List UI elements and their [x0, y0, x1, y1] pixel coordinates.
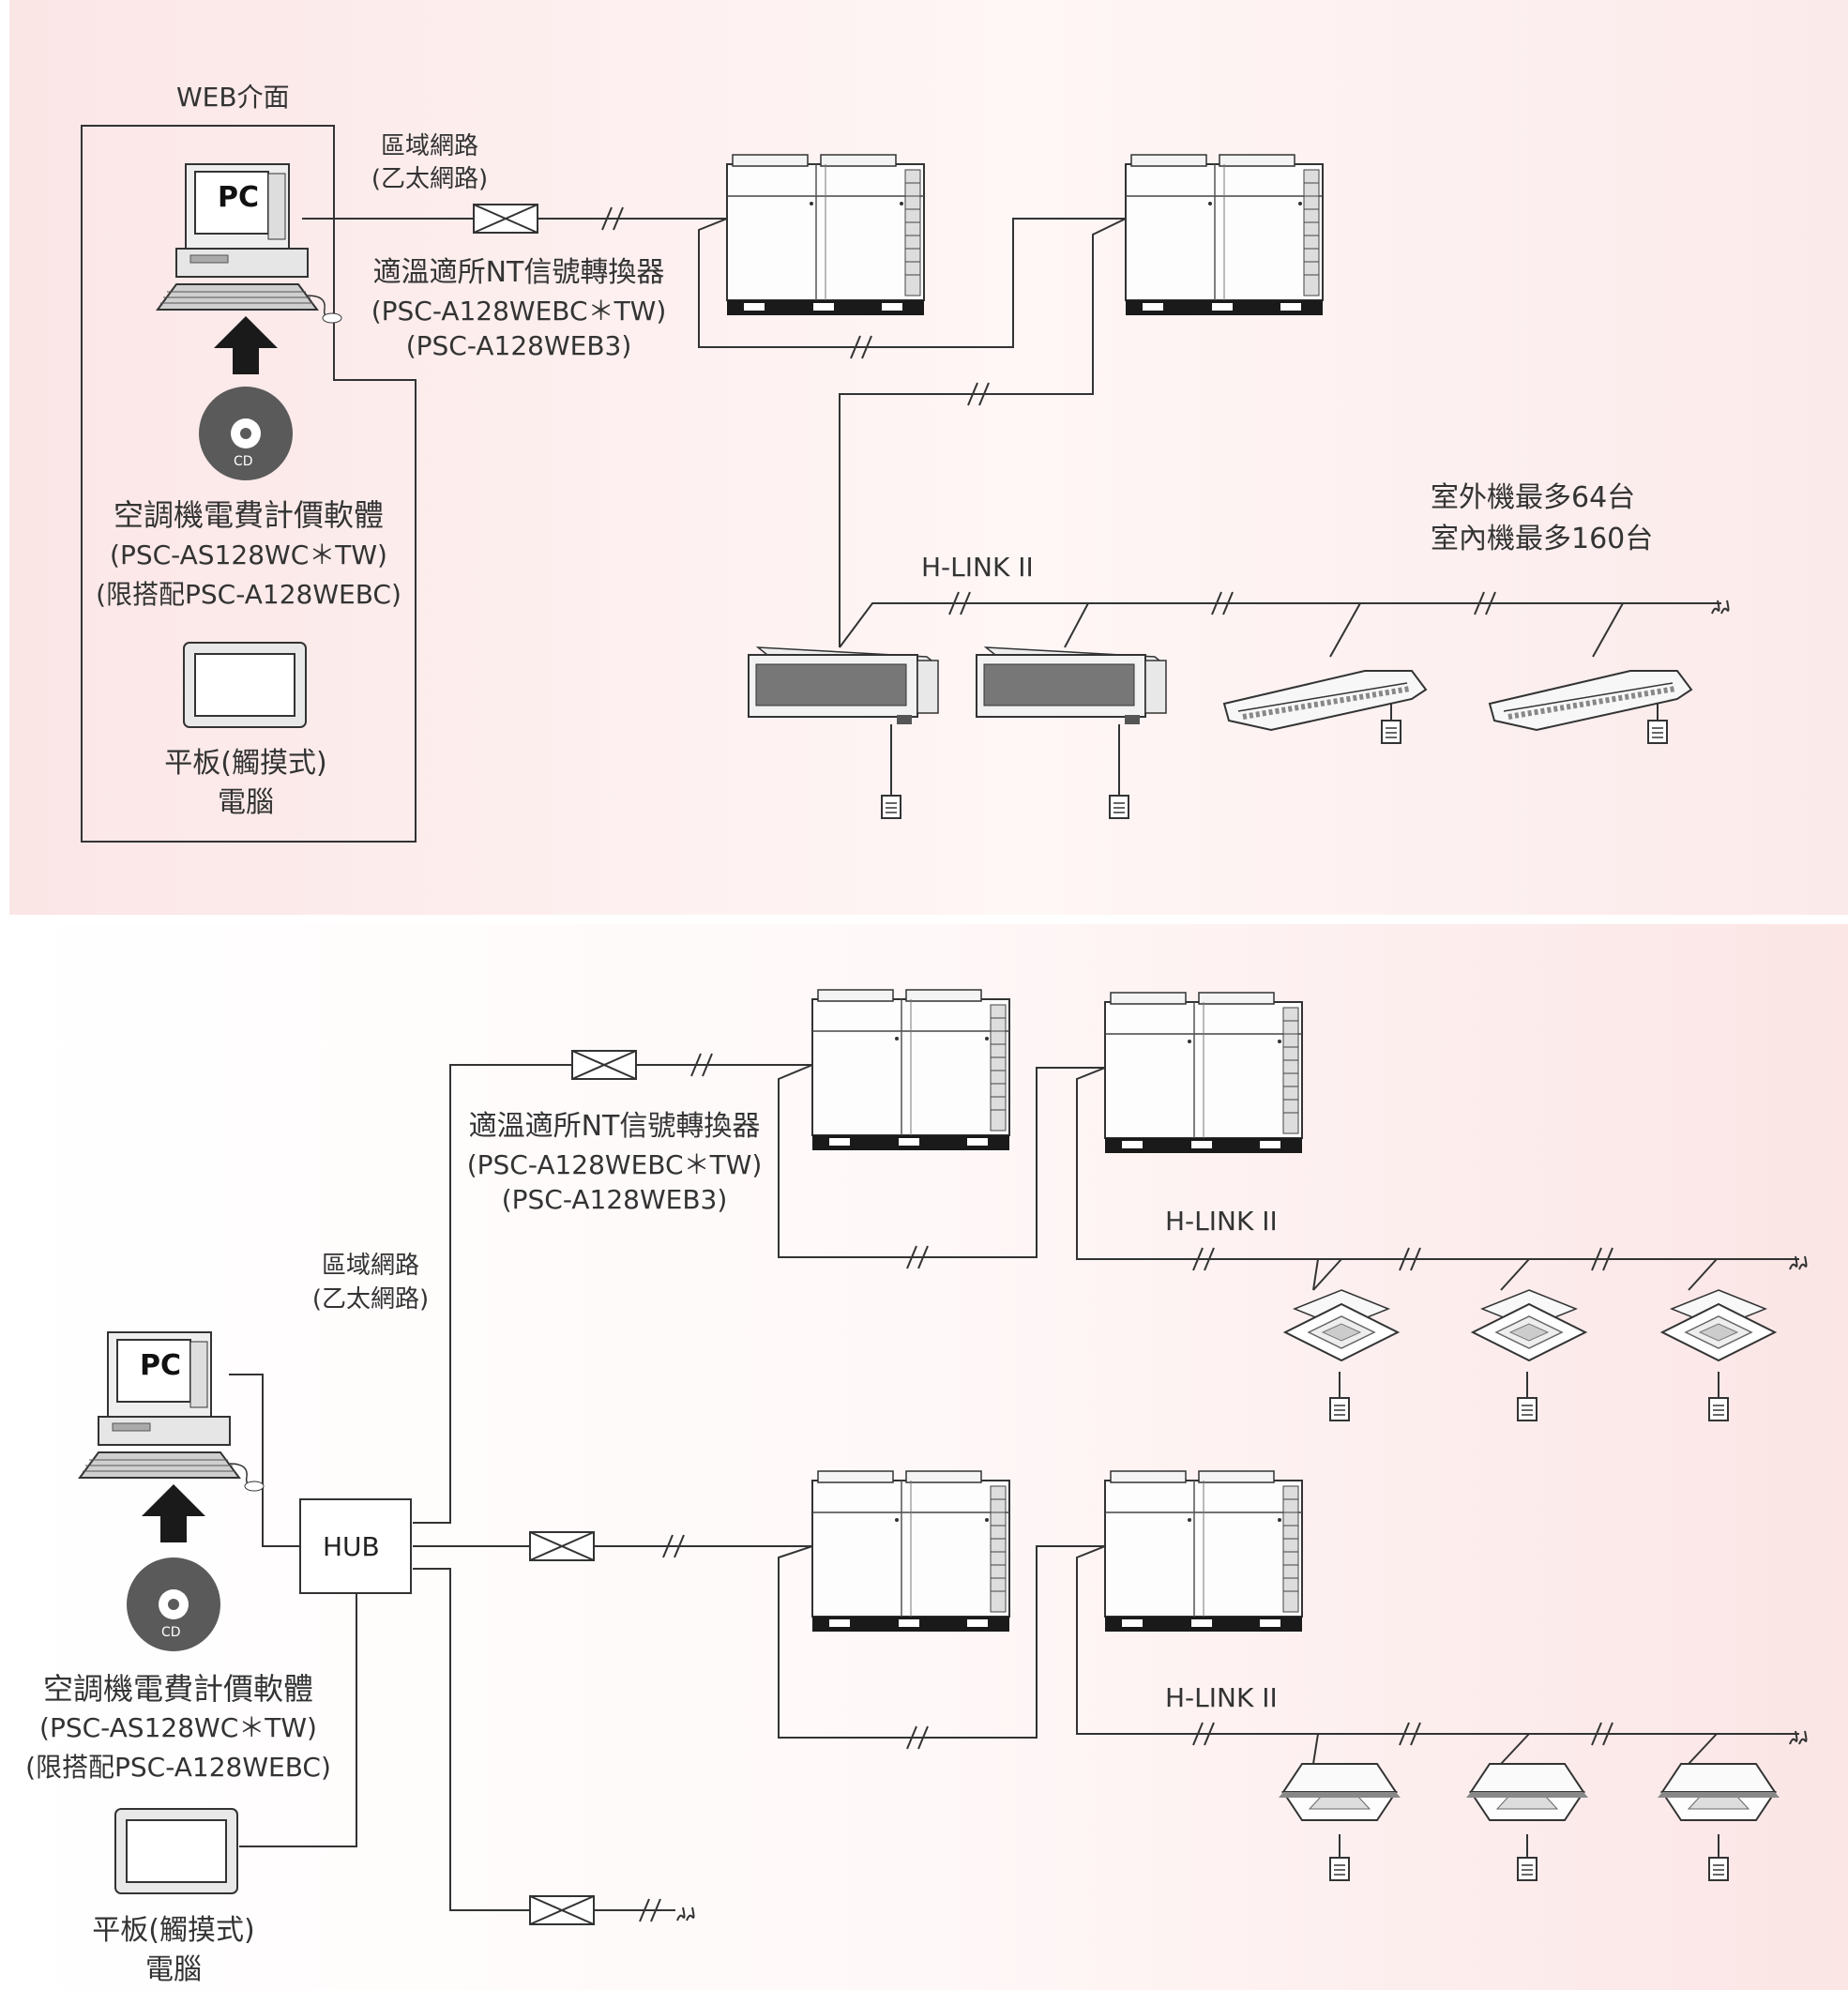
bottom-cassette-unit-5-icon — [1465, 1763, 1589, 1821]
top-software-note: (限搭配PSC-A128WEBC) — [96, 579, 401, 610]
bottom-signal-converter-icon — [571, 1050, 637, 1080]
bottom-cassette-unit-2-icon — [1472, 1289, 1586, 1361]
bottom-software-note: (限搭配PSC-A128WEBC) — [25, 1752, 331, 1783]
top-software-name: 空調機電費計價軟體 — [113, 497, 385, 533]
bottom-remote-controller-icon — [1329, 1857, 1350, 1881]
top-remote-controller-icon — [1109, 795, 1129, 819]
top-tablet-icon — [183, 642, 307, 728]
bottom-outdoor-unit-3-icon — [811, 1470, 1010, 1633]
top-hlink-label: H-LINK II — [921, 552, 1034, 583]
bottom-converter-model-2: (PSC-A128WEB3) — [501, 1184, 728, 1215]
bottom-cassette-unit-1-icon — [1284, 1289, 1399, 1361]
bottom-outdoor-unit-1-icon — [811, 989, 1010, 1151]
top-lan-label: 區域網路 — [380, 132, 479, 160]
top-pc-label: PC — [218, 181, 260, 214]
bottom-tablet-label: 平板(觸摸式) — [92, 1914, 255, 1947]
bottom-cd-label: CD — [161, 1625, 181, 1640]
bottom-cable-continue-icon — [676, 1906, 695, 1922]
bottom-remote-controller-icon — [1708, 1857, 1729, 1881]
bottom-diagram — [229, 1064, 1799, 1911]
bottom-remote-controller-icon — [1517, 1397, 1537, 1421]
top-converter-name: 適溫適所NT信號轉換器 — [372, 256, 665, 289]
top-outdoor-unit-2-icon — [1125, 154, 1324, 316]
top-converter-model-2: (PSC-A128WEB3) — [405, 330, 632, 361]
hub-label: HUB — [323, 1531, 380, 1562]
capacity-indoor-label: 室內機最多160台 — [1431, 523, 1654, 555]
bottom-outdoor-unit-2-icon — [1104, 992, 1303, 1154]
bottom-converter-model-1: (PSC-A128WEBC＊TW) — [466, 1149, 763, 1180]
bottom-software-model: (PSC-AS128WC＊TW) — [39, 1712, 317, 1743]
top-ducted-indoor-unit-1-icon — [748, 646, 939, 725]
top-remote-controller-icon — [881, 795, 901, 819]
top-ducted-indoor-unit-2-icon — [976, 646, 1167, 725]
bottom-hlink-label-2: H-LINK II — [1165, 1682, 1278, 1713]
bottom-hlink-label-1: H-LINK II — [1165, 1206, 1278, 1237]
top-tablet-label-2: 電腦 — [218, 786, 274, 819]
bottom-lan-sublabel: (乙太網路) — [311, 1285, 430, 1314]
top-outdoor-unit-1-icon — [726, 154, 925, 316]
top-diagram-panel — [9, 0, 1848, 915]
bottom-software-name: 空調機電費計價軟體 — [42, 1671, 314, 1707]
web-interface-frame — [81, 125, 417, 843]
bottom-cassette-unit-3-icon — [1661, 1289, 1776, 1361]
bottom-cassette-unit-4-icon — [1278, 1763, 1401, 1821]
bottom-pc-label: PC — [140, 1349, 182, 1382]
hub-box — [299, 1498, 412, 1594]
web-interface-title: WEB介面 — [176, 82, 290, 113]
top-converter-model-1: (PSC-A128WEBC＊TW) — [371, 296, 667, 327]
bottom-cassette-unit-6-icon — [1657, 1763, 1780, 1821]
bottom-outdoor-unit-4-icon — [1104, 1470, 1303, 1633]
bottom-tablet-label-2: 電腦 — [145, 1953, 202, 1986]
capacity-outdoor-label: 室外機最多64台 — [1431, 481, 1636, 514]
bottom-remote-controller-icon — [1517, 1857, 1537, 1881]
top-software-model: (PSC-AS128WC＊TW) — [110, 539, 387, 570]
bottom-signal-converter-icon — [529, 1531, 595, 1561]
top-remote-controller-icon — [1381, 720, 1401, 744]
bottom-converter-name: 適溫適所NT信號轉換器 — [468, 1110, 761, 1143]
bottom-tablet-icon — [114, 1808, 238, 1894]
bottom-upload-arrow-icon — [142, 1484, 205, 1542]
bottom-remote-controller-icon — [1708, 1397, 1729, 1421]
bottom-signal-converter-icon — [529, 1895, 595, 1925]
bottom-remote-controller-icon — [1329, 1397, 1350, 1421]
top-lan-sublabel: (乙太網路) — [371, 165, 489, 193]
top-upload-arrow-icon — [214, 316, 278, 374]
top-tablet-label: 平板(觸摸式) — [164, 747, 327, 780]
top-signal-converter-icon — [473, 204, 538, 234]
top-remote-controller-icon — [1647, 720, 1668, 744]
bottom-lan-label: 區域網路 — [321, 1252, 420, 1280]
top-cd-label: CD — [234, 454, 253, 469]
